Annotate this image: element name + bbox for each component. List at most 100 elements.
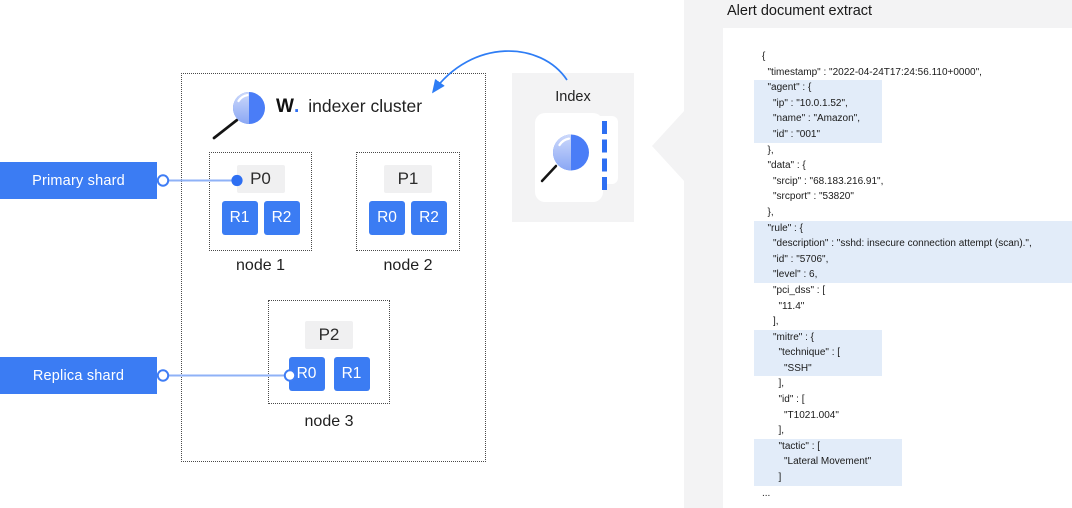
code-line: ... — [723, 486, 1072, 502]
code-line: "id" : [ — [723, 392, 1072, 408]
node-1-box: P0 R1 R2 node 1 — [209, 152, 312, 274]
code-highlight — [754, 126, 882, 143]
code-line: "id" : "5706", — [723, 251, 1072, 268]
replica-shard-r1: R1 — [221, 201, 258, 235]
code-text: "technique" : [ — [778, 347, 841, 359]
code-highlight — [754, 236, 1072, 252]
code-text: "srcport" : "53820" — [773, 191, 854, 203]
code-highlight — [754, 470, 902, 486]
code-line: }, — [723, 205, 1072, 221]
code-line: "technique" : [ — [723, 345, 1072, 361]
code-line: "Lateral Movement" — [723, 454, 1072, 471]
code-line: "name" : "Amazon", — [723, 111, 1072, 127]
code-highlight — [754, 438, 902, 455]
wazuh-logo-dot: . — [293, 96, 300, 117]
indexer-cluster-box — [181, 73, 486, 462]
node-2-box: P1 R0 R2 node 2 — [356, 152, 460, 274]
code-line: "data" : { — [723, 158, 1072, 174]
code-text: "agent" : { — [767, 82, 812, 94]
code-text: "name" : "Amazon", — [773, 113, 861, 125]
connector-open-dot — [156, 369, 170, 382]
node-3-label: node 3 — [304, 413, 354, 430]
node-1-label: node 1 — [236, 257, 285, 274]
code-text: "tactic" : [ — [778, 440, 821, 452]
replica-row: R1 R2 — [221, 201, 300, 235]
replica-shard-r0: R0 — [369, 201, 405, 235]
code-text: "data" : { — [767, 160, 806, 172]
code-text: ] — [778, 472, 782, 484]
code-text: }, — [767, 206, 774, 218]
code-text: "id" : "001" — [773, 128, 821, 140]
code-block: {"timestamp" : "2022-04-24T17:24:56.110+… — [723, 28, 1072, 508]
code-line: "rule" : { — [723, 220, 1072, 237]
code-highlight — [754, 267, 1072, 283]
alert-panel-title: Alert document extract — [727, 3, 873, 19]
replica-row: R0 R2 — [369, 201, 447, 235]
code-text: ], — [773, 316, 779, 328]
code-text: "srcip" : "68.183.216.91", — [773, 175, 884, 187]
primary-shard-p2: P2 — [305, 321, 353, 349]
wazuh-logo-letter: W — [276, 96, 294, 117]
code-line: }, — [723, 143, 1072, 159]
node-2-label: node 2 — [383, 257, 433, 274]
primary-shard-p0: P0 — [236, 165, 285, 193]
code-text: "timestamp" : "2022-04-24T17:24:56.110+0… — [767, 66, 982, 78]
code-line: "agent" : { — [723, 80, 1072, 96]
code-highlight — [754, 80, 882, 96]
code-line: ], — [723, 314, 1072, 330]
code-line: "pci_dss" : [ — [723, 283, 1072, 299]
code-line: "description" : "sshd: insecure connecti… — [723, 236, 1072, 252]
replica-shard-r2: R2 — [411, 201, 447, 235]
code-text: "mitre" : { — [773, 331, 814, 343]
code-text: "id" : [ — [778, 394, 805, 406]
replica-shard-r0: R0 — [288, 357, 325, 391]
code-line: "srcip" : "68.183.216.91", — [723, 174, 1072, 190]
node-3-box: P2 R0 R1 node 3 — [268, 300, 390, 430]
code-text: ], — [778, 378, 785, 390]
code-text: "11.4" — [778, 300, 805, 312]
code-text: "Lateral Movement" — [784, 456, 872, 468]
code-highlight — [754, 95, 882, 112]
code-text: { — [762, 51, 766, 62]
code-text: "ip" : "10.0.1.52", — [773, 97, 848, 109]
cluster-title-text: indexer cluster — [308, 96, 423, 116]
code-line: { — [723, 49, 1072, 65]
code-text: "id" : "5706", — [773, 253, 829, 265]
code-line: ], — [723, 376, 1072, 392]
replica-shard-label: Replica shard — [0, 357, 157, 394]
replica-shard-r1: R1 — [333, 357, 370, 391]
primary-shard-p1: P1 — [384, 165, 432, 193]
code-text: }, — [767, 144, 774, 156]
code-text: "SSH" — [784, 362, 812, 374]
code-highlight — [754, 220, 1072, 237]
cluster-heading: W. indexer cluster — [276, 96, 422, 118]
primary-shard-label-text: Primary shard — [32, 172, 125, 189]
code-text: "T1021.004" — [784, 409, 839, 421]
code-highlight — [754, 454, 902, 471]
code-line: ], — [723, 423, 1072, 439]
index-label: Index — [555, 89, 591, 105]
index-document-card — [535, 113, 603, 202]
code-highlight — [754, 360, 882, 377]
code-text: "rule" : { — [767, 222, 803, 234]
dashed-lines-icon — [602, 121, 607, 190]
code-highlight — [754, 329, 882, 346]
connector-open-dot — [156, 174, 170, 187]
replica-shard-label-text: Replica shard — [32, 367, 125, 384]
code-line: "tactic" : [ — [723, 438, 1072, 455]
code-line: "11.4" — [723, 299, 1072, 315]
code-highlight — [754, 111, 882, 127]
code-line: "SSH" — [723, 360, 1072, 377]
code-line: "ip" : "10.0.1.52", — [723, 95, 1072, 112]
code-text: "pci_dss" : [ — [773, 284, 826, 296]
replica-row: R0 R1 — [288, 357, 370, 391]
code-line: ] — [723, 470, 1072, 486]
replica-shard-r2: R2 — [263, 201, 300, 235]
code-line: "T1021.004" — [723, 408, 1072, 424]
panel-pointer-chevron — [652, 110, 685, 182]
code-line: "timestamp" : "2022-04-24T17:24:56.110+0… — [723, 65, 1072, 81]
code-text: ], — [778, 425, 785, 437]
code-text: "description" : "sshd: insecure connecti… — [773, 238, 1032, 250]
code-text: "level" : 6, — [773, 269, 818, 281]
